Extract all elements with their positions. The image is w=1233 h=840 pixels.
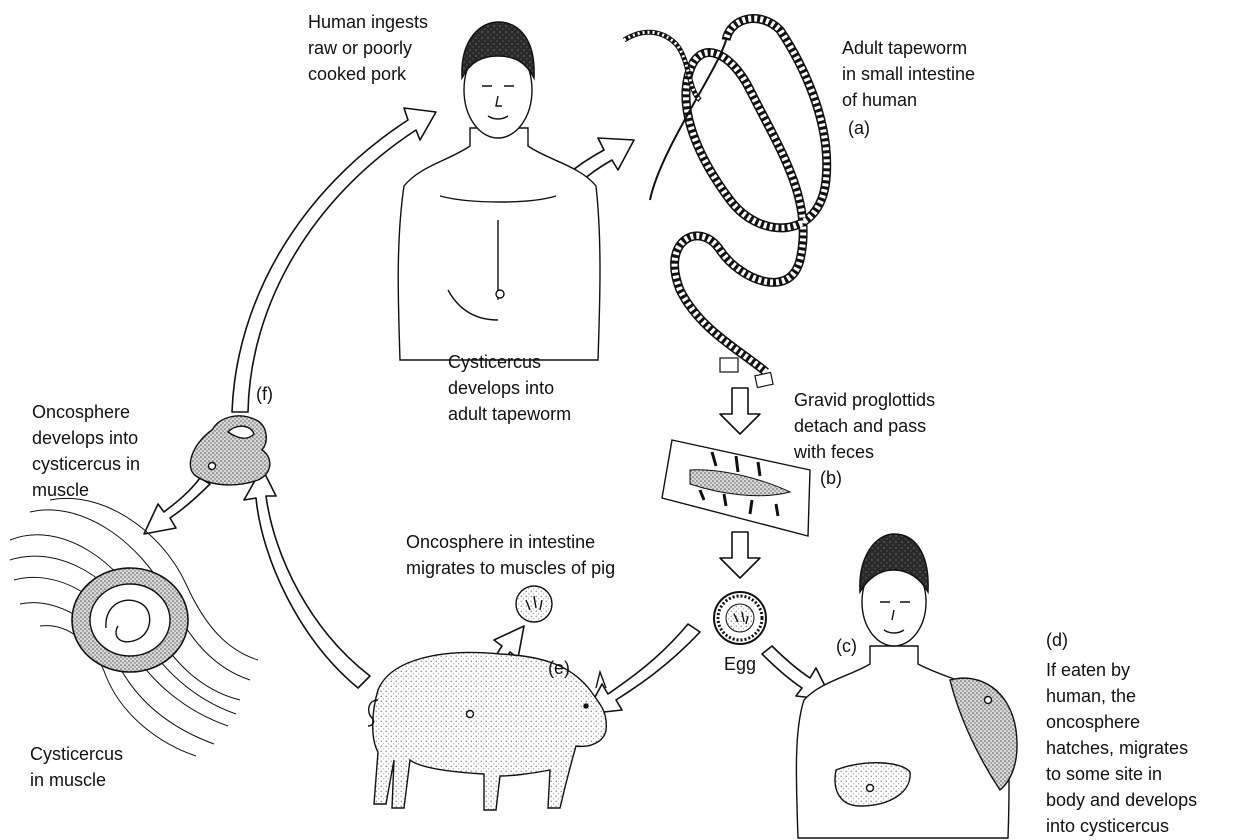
arrow-tapeworm-to-proglottids	[720, 388, 760, 434]
human-top-illustration	[398, 22, 600, 360]
egg-label: Egg	[724, 654, 756, 674]
stage-tag-a: (a)	[848, 118, 870, 138]
human-top-torso	[398, 128, 600, 360]
gravid-proglottids-label: Gravid proglottids detach and pass with …	[793, 390, 940, 462]
cysticercus-develops-label: Cysticercus develops into adult tapeworm	[448, 352, 571, 424]
adult-tapeworm-illustration	[624, 19, 827, 388]
arrow-meat-to-cyst	[144, 478, 210, 534]
stage-tag-c: (c)	[836, 636, 857, 656]
human-top-abdomen-site	[496, 290, 504, 298]
oncosphere-illustration	[516, 586, 552, 622]
pork-meat-illustration	[190, 416, 270, 485]
arrow-proglottids-to-egg	[720, 532, 760, 578]
oncosphere-cysticercus-label: Oncosphere develops into cysticercus in …	[32, 402, 145, 500]
stage-tag-f: (f)	[256, 384, 273, 404]
cysticercus-muscle-label: Cysticercus in muscle	[30, 744, 128, 790]
cysticercus-in-muscle-illustration	[10, 498, 258, 756]
stage-tag-e: (e)	[548, 658, 570, 678]
stage-tag-d: (d)	[1046, 630, 1068, 650]
egg-illustration	[714, 592, 766, 644]
arrow-pig-to-meat	[244, 468, 370, 688]
proglottid-segment	[755, 372, 773, 387]
arrow-egg-to-pig	[586, 624, 700, 714]
proglottid-segment	[720, 358, 738, 372]
human-bottom-illustration	[796, 534, 1017, 838]
pig-illustration	[368, 653, 606, 811]
adult-tapeworm-label: Adult tapeworm in small intestine of hum…	[842, 38, 980, 110]
if-eaten-label: If eaten by human, the oncosphere hatche…	[1046, 660, 1202, 836]
gravid-proglottid-illustration	[662, 440, 810, 536]
human-ingests-label: Human ingests raw or poorly cooked pork	[308, 12, 433, 84]
oncosphere-intestine-label: Oncosphere in intestine migrates to musc…	[406, 532, 615, 578]
stage-tag-b: (b)	[820, 468, 842, 488]
